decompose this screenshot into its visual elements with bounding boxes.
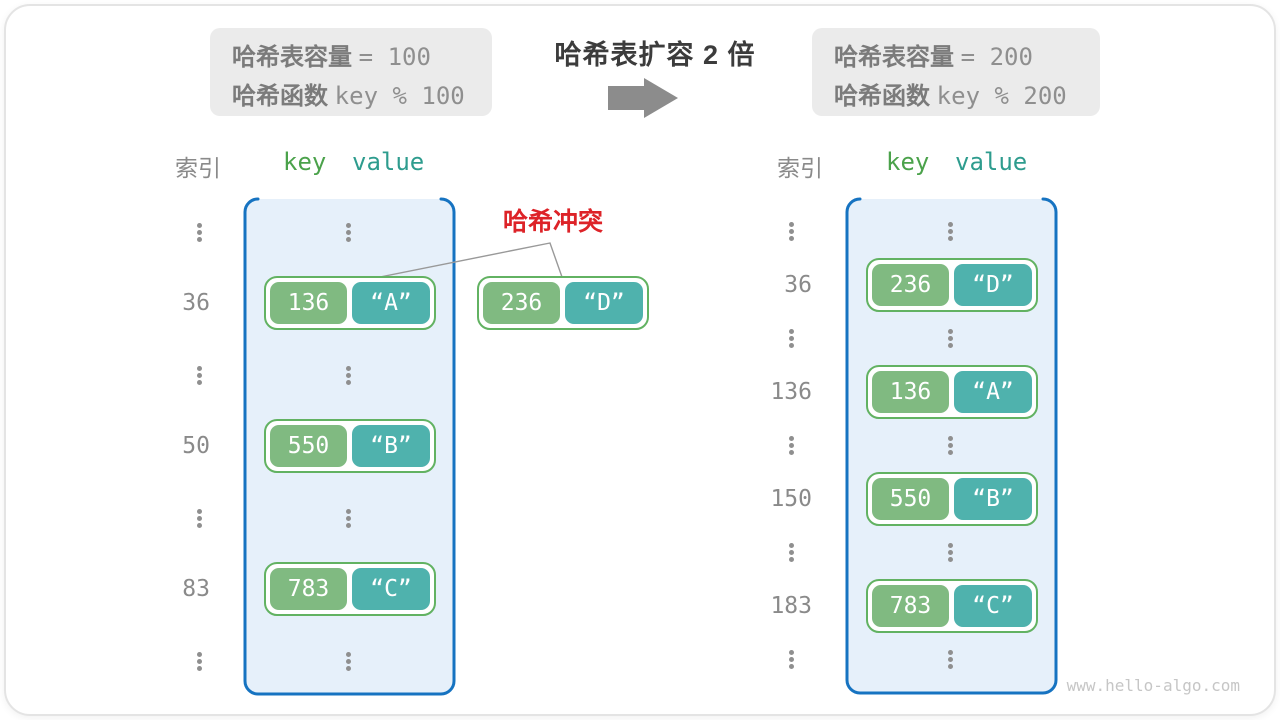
ellipsis-icon: [197, 652, 202, 657]
index-label: 50: [182, 433, 210, 459]
kv-pair: 236 “D”: [866, 258, 1038, 312]
capacity-value: = 200: [960, 43, 1033, 71]
capacity-line: 哈希表容量 = 100: [232, 38, 492, 77]
ellipsis-icon: [197, 223, 202, 228]
kv-pair: 550 “B”: [866, 472, 1038, 526]
watermark: www.hello-algo.com: [1066, 676, 1240, 695]
kv-pair: 783 “C”: [866, 579, 1038, 633]
collision-connector-lines: [354, 242, 563, 283]
right-key-header: key: [886, 148, 930, 176]
hash-function-label: 哈希函数: [834, 83, 930, 110]
right-bucket-fill: [847, 199, 1056, 693]
value-cell: “D”: [565, 282, 643, 324]
ellipsis-icon: [948, 329, 953, 334]
ellipsis-icon: [789, 222, 794, 227]
left-value-header: value: [352, 148, 425, 176]
right-bucket-border: [845, 197, 1058, 695]
index-label: 136: [770, 379, 812, 405]
kv-pair: 136 “A”: [866, 365, 1038, 419]
value-cell: “D”: [954, 264, 1032, 306]
capacity-value: = 100: [358, 43, 431, 71]
value-cell: “B”: [954, 478, 1032, 520]
value-cell: “A”: [954, 371, 1032, 413]
value-cell: “C”: [954, 585, 1032, 627]
left-key-header: key: [283, 148, 327, 176]
ellipsis-icon: [789, 543, 794, 548]
key-cell: 136: [872, 371, 949, 413]
key-cell: 136: [270, 282, 347, 324]
hash-function-label: 哈希函数: [232, 83, 328, 110]
value-cell: “B”: [352, 425, 430, 467]
ellipsis-icon: [948, 222, 953, 227]
ellipsis-icon: [197, 366, 202, 371]
index-label: 183: [770, 593, 812, 619]
ellipsis-icon: [948, 543, 953, 548]
ellipsis-icon: [346, 223, 351, 228]
right-index-header: 索引: [777, 155, 823, 181]
ellipsis-icon: [948, 650, 953, 655]
ellipsis-icon: [346, 652, 351, 657]
key-cell: 783: [270, 568, 347, 610]
index-label: 36: [784, 272, 812, 298]
left-index-header: 索引: [175, 155, 221, 181]
capacity-label: 哈希表容量: [232, 44, 352, 71]
value-cell: “A”: [352, 282, 430, 324]
kv-pair: 550 “B”: [264, 419, 436, 473]
ellipsis-icon: [346, 509, 351, 514]
ellipsis-icon: [197, 509, 202, 514]
ellipsis-icon: [789, 436, 794, 441]
collision-label: 哈希冲突: [502, 208, 603, 236]
key-cell: 550: [270, 425, 347, 467]
value-cell: “C”: [352, 568, 430, 610]
index-label: 36: [182, 290, 210, 316]
index-label: 150: [770, 486, 812, 512]
hash-function-line: 哈希函数 key % 200: [834, 77, 1100, 116]
ellipsis-icon: [789, 329, 794, 334]
right-value-header: value: [955, 148, 1028, 176]
ellipsis-icon: [948, 436, 953, 441]
diagram-card: [4, 4, 1276, 716]
hash-function-value: key % 200: [936, 82, 1067, 110]
capacity-label: 哈希表容量: [834, 44, 954, 71]
key-cell: 236: [483, 282, 560, 324]
arrow-right-icon: [608, 78, 678, 118]
collision-kv-pair: 236 “D”: [477, 276, 649, 330]
kv-pair: 136 “A”: [264, 276, 436, 330]
hash-function-line: 哈希函数 key % 100: [232, 77, 492, 116]
hash-function-value: key % 100: [334, 82, 465, 110]
left-bucket-border: [243, 197, 456, 696]
capacity-box-after: 哈希表容量 = 200 哈希函数 key % 200: [812, 28, 1100, 116]
index-label: 83: [182, 576, 210, 602]
capacity-box-before: 哈希表容量 = 100 哈希函数 key % 100: [210, 28, 492, 116]
kv-pair: 783 “C”: [264, 562, 436, 616]
page-title: 哈希表扩容 2 倍: [554, 40, 756, 70]
ellipsis-icon: [789, 650, 794, 655]
key-cell: 550: [872, 478, 949, 520]
capacity-line: 哈希表容量 = 200: [834, 38, 1100, 77]
key-cell: 236: [872, 264, 949, 306]
key-cell: 783: [872, 585, 949, 627]
ellipsis-icon: [346, 366, 351, 371]
